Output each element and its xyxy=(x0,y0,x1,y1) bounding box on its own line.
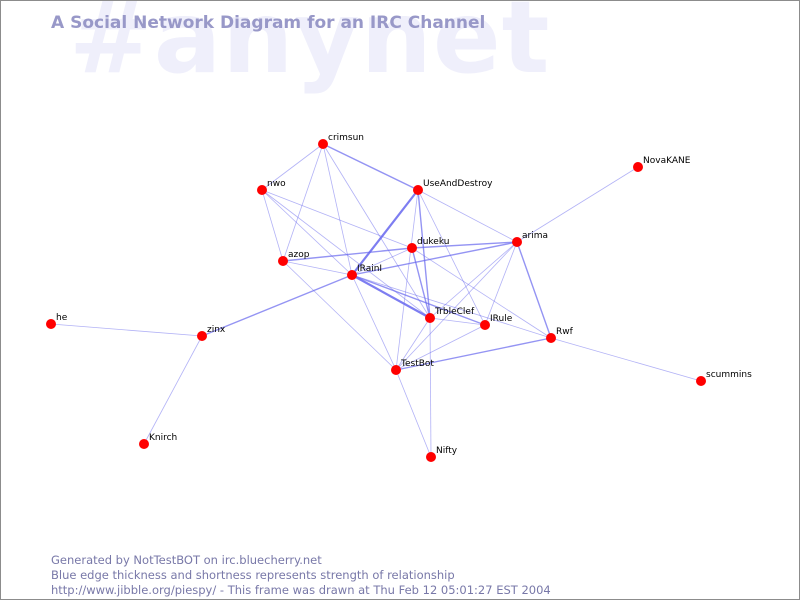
node-label-arima: arima xyxy=(522,231,548,241)
edge-crimsun-TrbleClef xyxy=(322,143,431,319)
edge-crimsun-azop xyxy=(282,143,324,262)
edge-nwo-azop xyxy=(261,189,284,262)
node-he[interactable] xyxy=(46,319,56,329)
edge-arima-Rwf xyxy=(516,241,552,339)
node-label-IRainI: IRainI xyxy=(357,264,382,274)
edge-NovaKANE-arima xyxy=(516,166,639,243)
edge-dukeku-IRainI xyxy=(351,247,413,276)
edge-arima-IRule xyxy=(484,241,518,326)
edge-IRainI-TestBot xyxy=(351,274,397,371)
edge-crimsun-nwo xyxy=(261,143,324,191)
node-label-azop: azop xyxy=(288,250,310,260)
edge-IRainI-Rwf xyxy=(351,274,552,339)
edge-IRainI-zinx xyxy=(201,274,353,337)
node-label-scummins: scummins xyxy=(706,370,752,380)
edge-IRainI-IRule xyxy=(351,274,486,326)
node-label-dukeku: dukeku xyxy=(417,237,449,247)
edge-TestBot-Nifty xyxy=(395,369,432,458)
edge-nwo-dukeku xyxy=(261,189,413,249)
edge-layer xyxy=(50,143,702,458)
edge-he-zinx xyxy=(50,323,203,337)
edge-crimsun-IRainI xyxy=(322,143,353,276)
node-azop[interactable] xyxy=(278,256,288,266)
node-dukeku[interactable] xyxy=(407,243,417,253)
edge-Rwf-TestBot xyxy=(395,337,552,371)
edge-UseAndDestroy-TrbleClef xyxy=(417,189,431,319)
edge-TrbleClef-IRule xyxy=(429,317,486,326)
edge-nwo-IRainI xyxy=(261,189,353,276)
node-scummins[interactable] xyxy=(696,376,706,386)
node-layer: crimsun nwo UseAndDestroy NovaKANE arima duke… xyxy=(46,133,752,462)
channel-watermark: #anynet xyxy=(69,0,551,96)
node-label-NovaKANE: NovaKANE xyxy=(643,156,691,166)
node-Rwf[interactable] xyxy=(546,333,556,343)
edge-UseAndDestroy-arima xyxy=(417,189,518,243)
node-UseAndDestroy[interactable] xyxy=(413,185,423,195)
edge-Rwf-scummins xyxy=(550,337,702,382)
edge-TrbleClef-TestBot xyxy=(395,317,431,371)
footer-generated-by: Generated by NotTestBOT on irc.bluecherr… xyxy=(51,553,322,567)
edge-azop-IRainI xyxy=(282,260,353,276)
edge-UseAndDestroy-IRainI xyxy=(351,189,419,276)
node-TrbleClef[interactable] xyxy=(425,313,435,323)
edge-dukeku-azop xyxy=(282,247,413,262)
footer-legend-note: Blue edge thickness and shortness repres… xyxy=(51,568,455,582)
node-label-UseAndDestroy: UseAndDestroy xyxy=(423,179,493,189)
node-label-TrbleClef: TrbleClef xyxy=(434,307,475,317)
edge-arima-IRainI xyxy=(351,241,518,276)
node-label-crimsun: crimsun xyxy=(328,133,364,143)
node-NovaKANE[interactable] xyxy=(633,162,643,172)
footer: Generated by NotTestBOT on irc.bluecherr… xyxy=(51,553,551,598)
edge-zinx-Knirch xyxy=(143,335,203,445)
node-IRainI[interactable] xyxy=(347,270,357,280)
edge-UseAndDestroy-IRule xyxy=(417,189,486,326)
edge-dukeku-Rwf xyxy=(411,247,552,339)
edge-arima-TrbleClef xyxy=(429,241,518,319)
node-label-Nifty: Nifty xyxy=(436,446,458,456)
edge-arima-dukeku xyxy=(411,241,518,249)
diagram-title: A Social Network Diagram for an IRC Chan… xyxy=(51,13,486,33)
edge-IRainI-TrbleClef xyxy=(351,274,431,319)
node-label-zinx: zinx xyxy=(207,325,226,335)
node-label-nwo: nwo xyxy=(267,179,286,189)
node-nwo[interactable] xyxy=(257,185,267,195)
edge-IRule-TestBot xyxy=(395,324,486,371)
node-zinx[interactable] xyxy=(197,331,207,341)
edge-crimsun-UseAndDestroy xyxy=(322,143,419,191)
node-label-TestBot: TestBot xyxy=(400,359,434,369)
edge-UseAndDestroy-TestBot xyxy=(395,189,419,371)
node-label-Rwf: Rwf xyxy=(556,327,574,337)
node-label-he: he xyxy=(56,313,68,323)
footer-link-timestamp[interactable]: http://www.jibble.org/piespy/ - This fra… xyxy=(51,583,551,597)
node-TestBot[interactable] xyxy=(391,365,401,375)
node-IRule[interactable] xyxy=(480,320,490,330)
node-label-Knirch: Knirch xyxy=(149,433,177,443)
edge-dukeku-TrbleClef xyxy=(411,247,431,319)
node-crimsun[interactable] xyxy=(318,139,328,149)
node-Knirch[interactable] xyxy=(139,439,149,449)
node-label-IRule: IRule xyxy=(490,314,513,324)
node-arima[interactable] xyxy=(512,237,522,247)
node-Nifty[interactable] xyxy=(426,452,436,462)
edge-TrbleClef-Nifty xyxy=(429,317,432,458)
edge-azop-TestBot xyxy=(282,260,397,371)
edge-arima-TestBot xyxy=(395,241,518,371)
